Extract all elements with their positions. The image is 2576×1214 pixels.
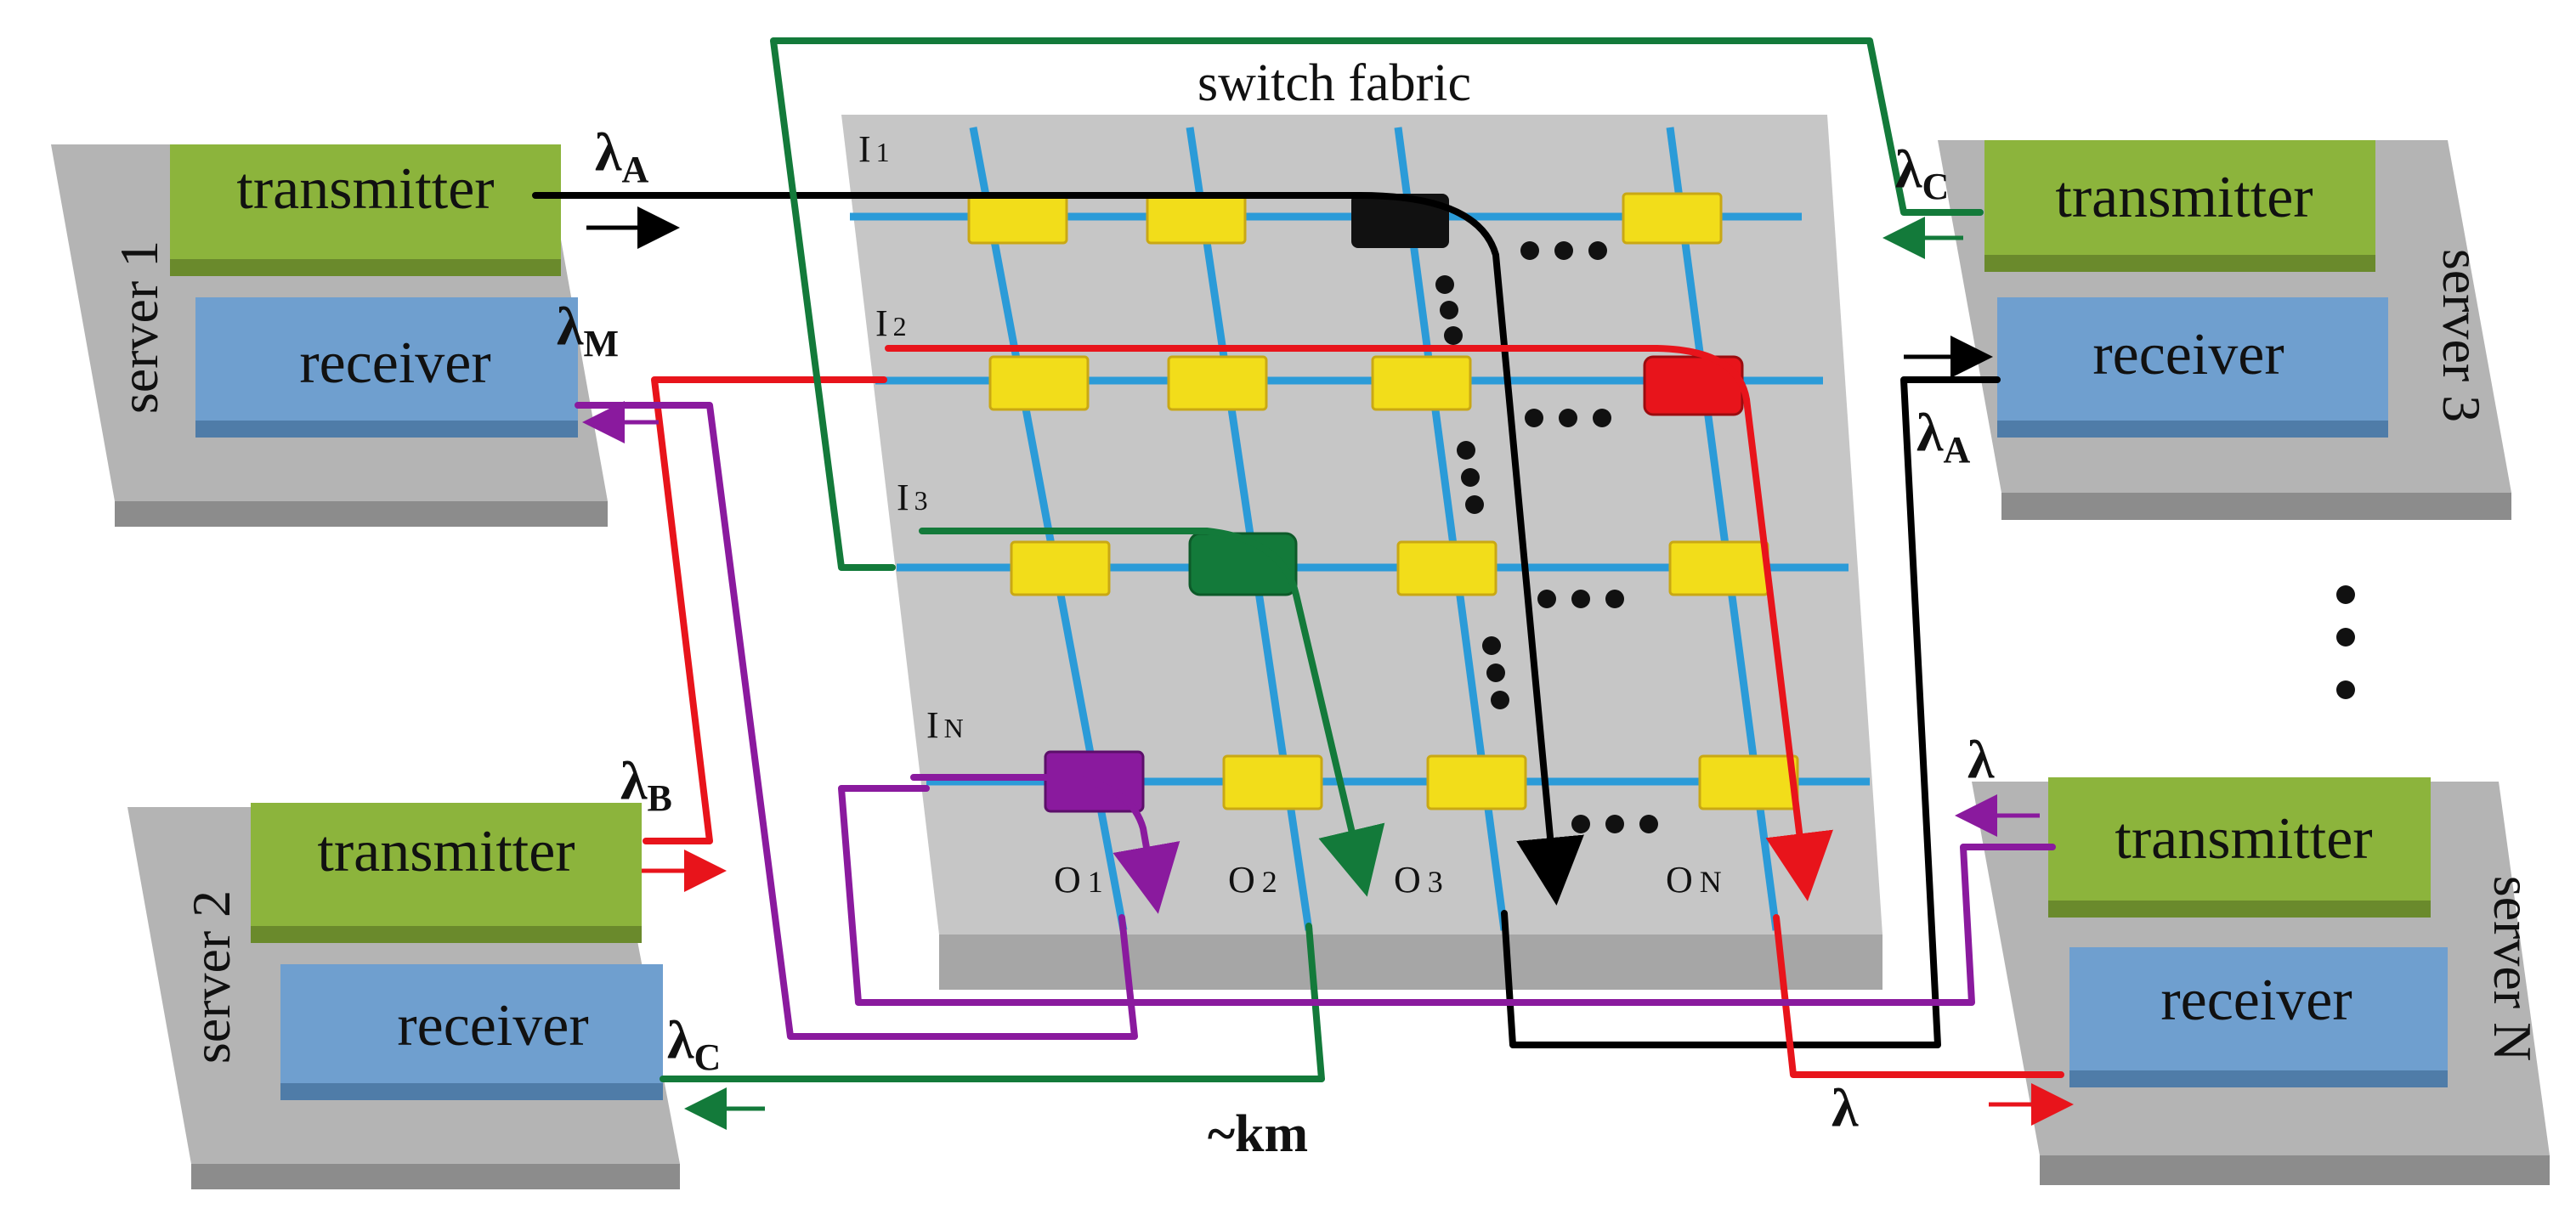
lambda-s3-rx: λA — [1916, 402, 1970, 471]
transmitter-label: transmitter — [236, 156, 494, 222]
server-1: transmitter receiver server 1 — [51, 144, 608, 527]
receiver-label: receiver — [2092, 322, 2284, 387]
receiver-box — [280, 964, 663, 1096]
lambda-s3-tx: λC — [1895, 138, 1949, 207]
receiver-label: receiver — [2160, 968, 2352, 1033]
server-name: server N — [2483, 876, 2543, 1062]
server-name: server 2 — [181, 890, 241, 1064]
switch-element — [1668, 540, 1769, 596]
switch-fabric-title: switch fabric — [1197, 54, 1471, 112]
direction-arrows — [582, 206, 2074, 1130]
receiver-box-side — [2069, 1070, 2448, 1087]
path-red-lambda-b — [885, 345, 1833, 901]
switch-element — [1396, 540, 1497, 596]
transmitter-box — [2048, 777, 2431, 913]
path-green-feed — [770, 37, 1984, 571]
wavelength-labels: λA λM λB λC λC λA λ λ — [557, 121, 1995, 1138]
server-3: transmitter receiver server 3 — [1938, 140, 2511, 520]
path-green-return — [660, 923, 1325, 1082]
transmitter-box-side — [2048, 901, 2431, 918]
switch-element — [1146, 192, 1247, 245]
transmitter-box-side — [1984, 255, 2375, 272]
receiver-box — [1997, 297, 2388, 433]
transmitter-box-side — [251, 926, 642, 943]
transmitter-label: transmitter — [2055, 165, 2313, 230]
switch-element — [1622, 192, 1723, 245]
transmitter-box-side — [170, 259, 561, 276]
lambda-s2-rx: λC — [667, 1009, 721, 1078]
ellipsis-dots — [1435, 241, 2355, 833]
transmitter-box — [251, 803, 642, 939]
receiver-label: receiver — [299, 330, 490, 396]
receiver-label: receiver — [397, 993, 588, 1059]
receiver-box — [2069, 947, 2448, 1083]
transmitter-box — [1984, 140, 2375, 268]
receiver-box — [195, 297, 578, 433]
transmitter-label: transmitter — [2115, 806, 2372, 872]
server-name: server 3 — [2432, 249, 2492, 422]
path-red-return — [1773, 914, 2064, 1078]
switch-element — [988, 355, 1090, 411]
fabric-plate-side — [939, 934, 1882, 990]
receiver-box-side — [1997, 421, 2388, 438]
lambda-s1-tx: λA — [595, 121, 648, 190]
switch-element — [1222, 754, 1323, 810]
lambda-sn-tx: λ — [1967, 729, 1995, 789]
lambda-sn-rx: λ — [1832, 1077, 1859, 1138]
path-purple-feed — [838, 785, 2056, 1006]
switch-element — [1698, 754, 1799, 810]
server-name: server 1 — [109, 240, 169, 414]
switch-element — [1371, 355, 1472, 411]
lambda-s2-tx: λB — [620, 750, 672, 819]
server-body-side — [191, 1164, 680, 1189]
path-black-lambda-a — [532, 192, 1584, 906]
switch-fabric — [841, 115, 1882, 990]
fabric-plate-top — [841, 115, 1882, 934]
path-purple-return — [575, 402, 1138, 1040]
server-body-side — [2040, 1155, 2550, 1185]
switch-element — [1167, 355, 1268, 411]
server-2: transmitter receiver server 2 — [127, 803, 680, 1189]
switch-element-active-black — [1351, 194, 1449, 248]
server-body-side — [2001, 493, 2511, 520]
receiver-box-side — [280, 1083, 663, 1100]
distance-label: ~km — [1208, 1105, 1308, 1163]
transmitter-box — [170, 144, 561, 272]
server-body-side — [115, 501, 608, 527]
switch-element — [1010, 540, 1111, 596]
switch-element — [967, 192, 1068, 245]
lambda-s1-rx: λM — [557, 296, 619, 364]
server-n: transmitter receiver server N — [1972, 777, 2550, 1185]
receiver-box-side — [195, 421, 578, 438]
transmitter-label: transmitter — [317, 819, 575, 884]
path-purple-lambda-m — [910, 774, 1180, 914]
path-red-feed — [643, 376, 887, 844]
path-green-lambda-c — [919, 528, 1385, 897]
switch-element — [1426, 754, 1527, 810]
